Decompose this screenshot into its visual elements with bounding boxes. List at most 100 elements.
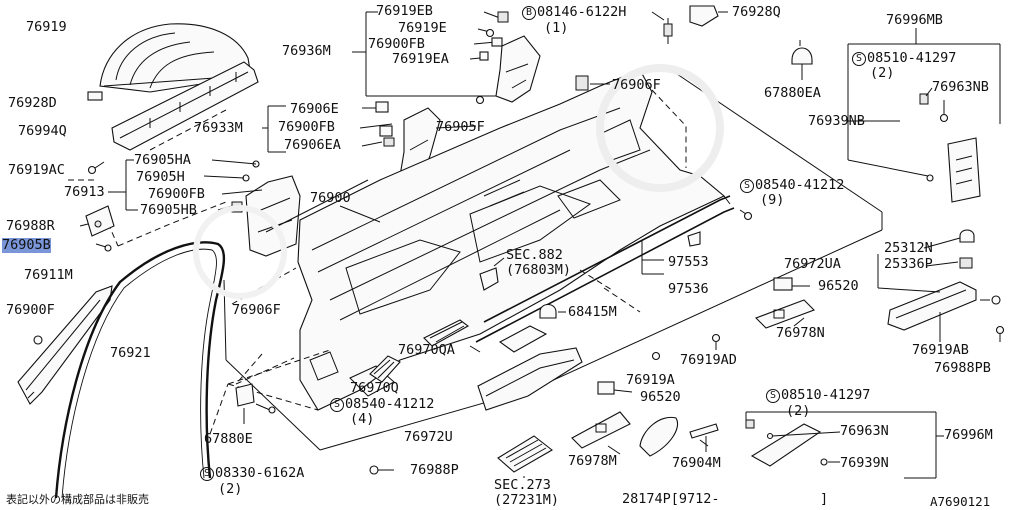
- label-76906F-top: 76906F: [612, 77, 661, 93]
- label-76900FB-top: 76900FB: [368, 36, 425, 52]
- label-76939NB: 76939NB: [808, 113, 865, 129]
- label-08510-top-number: 08510-41297: [867, 50, 957, 66]
- label-76900FB-low: 76900FB: [148, 186, 205, 202]
- label-96520-low: 96520: [640, 389, 681, 405]
- label-76963NB: 76963NB: [932, 79, 989, 95]
- label-76905HB: 76905HB: [140, 202, 197, 218]
- part-76963N-lens: [750, 423, 822, 467]
- label-76905HA: 76905HA: [134, 152, 191, 168]
- label-76919AC: 76919AC: [8, 162, 65, 178]
- part-76921-weatherstrip: [54, 241, 226, 499]
- label-76919A: 76919A: [626, 372, 675, 388]
- label-76900: 76900: [310, 190, 351, 206]
- label-28174P: 28174P[9712-: [622, 491, 720, 507]
- label-76970Q: 76970Q: [350, 380, 399, 396]
- label-76803M: (76803M): [506, 262, 572, 278]
- part-76994Q-bracket: [111, 61, 259, 151]
- label-76906E: 76906E: [290, 101, 339, 117]
- label-97536: 97536: [668, 281, 709, 297]
- label-76919E: 76919E: [398, 20, 447, 36]
- label-25312N: 25312N: [884, 240, 933, 256]
- label-68415M: 68415M: [568, 304, 617, 320]
- label-76928Q: 76928Q: [732, 4, 781, 20]
- label-76972UA: 76972UA: [784, 256, 841, 272]
- part-76970QA-vent: [423, 319, 470, 347]
- part-97553-rail: [483, 195, 731, 323]
- part-76911M-trim: [17, 285, 113, 405]
- label-76994Q: 76994Q: [18, 123, 67, 139]
- label-27231M: (27231M): [494, 492, 560, 508]
- label-76996MB: 76996MB: [886, 12, 943, 28]
- label-08510-low-qty: (2): [786, 403, 811, 419]
- label-76919: 76919: [26, 19, 67, 35]
- label-76900F: 76900F: [6, 302, 55, 318]
- part-96520-switch: [773, 277, 793, 291]
- label-76970QA: 76970QA: [398, 342, 455, 358]
- part-76978M-bezel: [571, 411, 631, 449]
- label-76921: 76921: [110, 345, 151, 361]
- label-08146-qty: (1): [544, 20, 569, 36]
- label-76996M: 76996M: [944, 427, 993, 443]
- part-76919-cover: [99, 23, 251, 93]
- part-76978N-bezel: [755, 299, 815, 329]
- screw-symbol-s: S: [852, 52, 866, 66]
- footer-note: 表記以外の構成部品は非販売: [6, 493, 149, 506]
- part-76988R-bracket: [85, 205, 115, 237]
- part-67880EA-grommet: [791, 47, 813, 65]
- label-76936M: 76936M: [282, 43, 331, 59]
- part-76904M-lamp: [639, 416, 678, 457]
- screw-symbol-s: S: [766, 389, 780, 403]
- part-76900-main-panel: [297, 69, 726, 411]
- label-76928D: 76928D: [8, 95, 57, 111]
- label-28174P-end: ]: [820, 491, 829, 507]
- label-76978M: 76978M: [568, 453, 617, 469]
- part-upper-pillar-piece: [495, 35, 541, 103]
- label-76906F-low: 76906F: [232, 302, 281, 318]
- label-76988PB: 76988PB: [934, 360, 991, 376]
- part-lower-pillar: [245, 175, 301, 257]
- part-76928D-clip: [87, 91, 103, 101]
- screw-symbol-s: S: [200, 467, 214, 481]
- label-76904M: 76904M: [672, 455, 721, 471]
- part-67880E-bracket: [235, 383, 255, 407]
- label-97553: 97553: [668, 254, 709, 270]
- label-76919AD: 76919AD: [680, 352, 737, 368]
- part-76972UA-tray: [887, 281, 977, 331]
- label-76963N: 76963N: [840, 423, 889, 439]
- label-76906EA: 76906EA: [284, 137, 341, 153]
- label-67880EA: 67880EA: [764, 85, 821, 101]
- label-08510-top-qty: (2): [870, 65, 895, 81]
- part-76972U-pocket: [477, 347, 583, 411]
- part-76928Q-bracket: [689, 5, 719, 27]
- label-96520-right: 96520: [818, 278, 859, 294]
- label-08146-number: 08146-6122H: [537, 4, 627, 20]
- label-76919EA: 76919EA: [392, 51, 449, 67]
- label-76988R: 76988R: [6, 218, 55, 234]
- label-08330-qty: (2): [218, 481, 243, 497]
- label-76933M: 76933M: [194, 120, 243, 136]
- label-08540-right-number: 08540-41212: [755, 177, 845, 193]
- label-76900FB-mid: 76900FB: [278, 119, 335, 135]
- label-67880E: 67880E: [204, 431, 253, 447]
- label-76905H: 76905H: [136, 169, 185, 185]
- label-76905F: 76905F: [436, 119, 485, 135]
- part-76970Q-vent: [369, 355, 401, 383]
- label-76913: 76913: [64, 184, 105, 200]
- bolt-symbol-b: B: [522, 6, 536, 20]
- part-68415M-cap: [539, 303, 557, 319]
- label-08510-low-number: 08510-41297: [781, 387, 871, 403]
- label-76939N: 76939N: [840, 455, 889, 471]
- diagram-code: A7690121: [930, 494, 991, 509]
- label-25336P: 25336P: [884, 256, 933, 272]
- label-76911M: 76911M: [24, 267, 73, 283]
- label-sec882: SEC.882: [506, 247, 563, 263]
- label-76978N-right: 76978N: [776, 325, 825, 341]
- screw-symbol-s: S: [330, 398, 344, 412]
